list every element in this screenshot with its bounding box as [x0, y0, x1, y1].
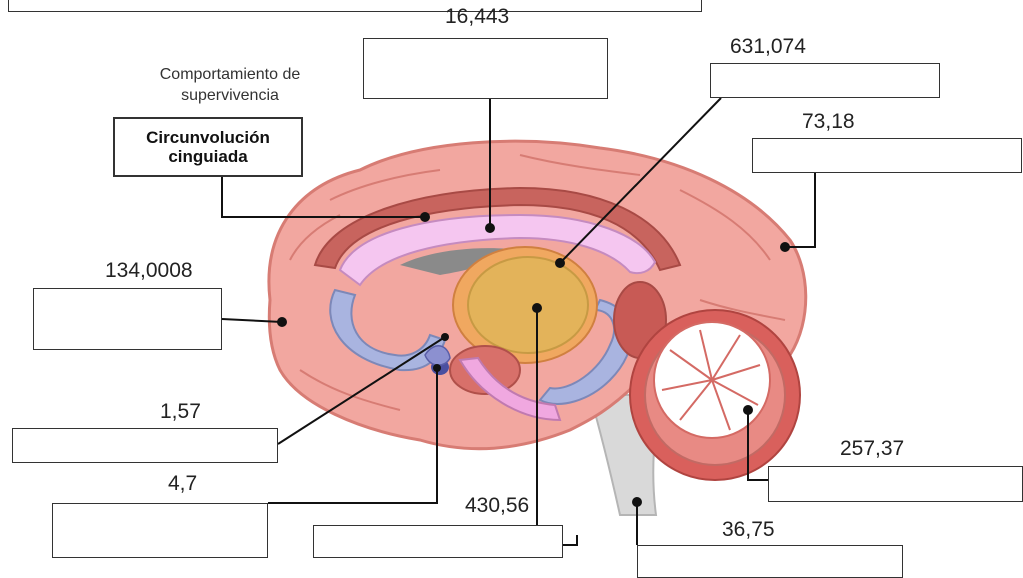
answer-box-lower-left-2[interactable] [52, 503, 268, 558]
label-bottom-center: 430,56 [465, 494, 530, 517]
answer-box-lower-left-1[interactable] [12, 428, 278, 463]
answer-box-top-center[interactable] [363, 38, 608, 99]
corpus-callosum [338, 213, 657, 287]
label-left: 134,0008 [105, 259, 193, 282]
cerebellum [629, 309, 801, 481]
gyri-lines [289, 154, 786, 411]
answer-box-upper-right[interactable] [710, 63, 940, 98]
answer-box-left[interactable] [33, 288, 222, 350]
label-upper-right: 631,074 [730, 35, 806, 58]
cingulate-name: Circunvolución cinguiada [146, 128, 270, 166]
label-top-center: 16,443 [445, 5, 510, 28]
label-lower-right: 257,37 [840, 437, 905, 460]
leader-dots [277, 212, 790, 507]
amygdala-area [424, 345, 451, 366]
answer-box-lower-right[interactable] [768, 466, 1023, 502]
label-bottom-right: 36,75 [722, 518, 775, 541]
top-answer-strip[interactable] [8, 0, 702, 12]
hippocampus [458, 356, 562, 422]
cingulate-description: Comportamiento de supervivencia [159, 66, 301, 104]
label-right: 73,18 [802, 110, 855, 133]
answer-box-bottom-center[interactable] [313, 525, 563, 558]
answer-box-bottom-right[interactable] [637, 545, 903, 578]
label-lower-left-1: 1,57 [160, 400, 201, 423]
answer-box-right[interactable] [752, 138, 1022, 173]
cingulate-gyrus [313, 186, 682, 272]
cingulate-name-box: Circunvolución cinguiada [113, 117, 303, 177]
label-lower-left-2: 4,7 [168, 472, 198, 495]
thalamus [467, 256, 589, 354]
